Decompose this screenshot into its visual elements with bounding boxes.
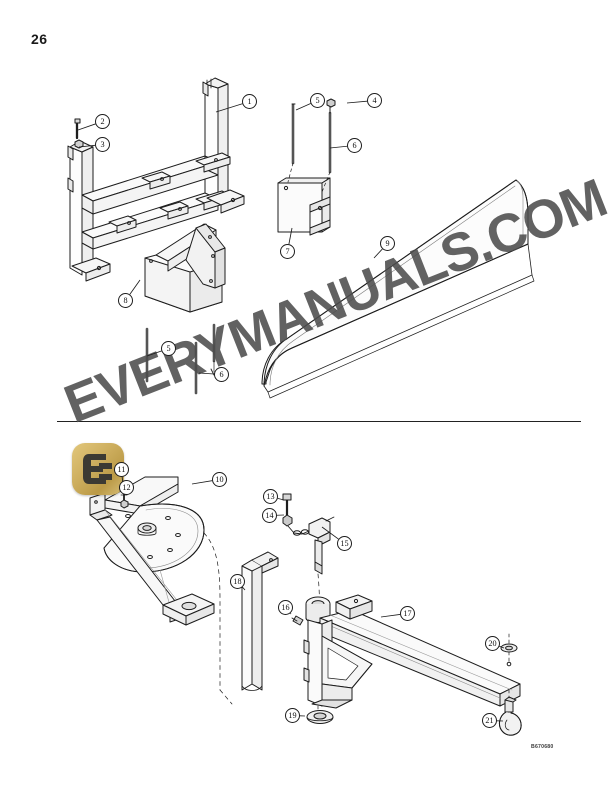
callout-21: 21	[482, 713, 497, 728]
figure-code: B670680	[531, 744, 554, 750]
callout-15: 15	[337, 536, 352, 551]
callout-9: 9	[380, 236, 395, 251]
callout-12: 12	[119, 480, 134, 495]
watermark-text: EVERYMANUALS.COM	[56, 167, 612, 435]
callout-10: 10	[212, 472, 227, 487]
callout-19: 19	[285, 708, 300, 723]
callout-18: 18	[230, 574, 245, 589]
callout-8: 8	[118, 293, 133, 308]
callout-7: 7	[280, 244, 295, 259]
callout-16: 16	[278, 600, 293, 615]
section-divider	[57, 421, 581, 422]
callout-4: 4	[367, 93, 382, 108]
logo-e-icon	[83, 454, 112, 484]
callout-6: 6	[347, 138, 362, 153]
callout-3: 3	[95, 137, 110, 152]
callout-17: 17	[400, 606, 415, 621]
callout-13: 13	[263, 489, 278, 504]
callout-11: 11	[114, 462, 129, 477]
callout-2: 2	[95, 114, 110, 129]
page-number: 26	[31, 31, 48, 47]
callout-5: 5	[310, 93, 325, 108]
callout-1: 1	[242, 94, 257, 109]
callout-6: 6	[214, 367, 229, 382]
callout-14: 14	[262, 508, 277, 523]
callout-20: 20	[485, 636, 500, 651]
callout-5: 5	[161, 341, 176, 356]
